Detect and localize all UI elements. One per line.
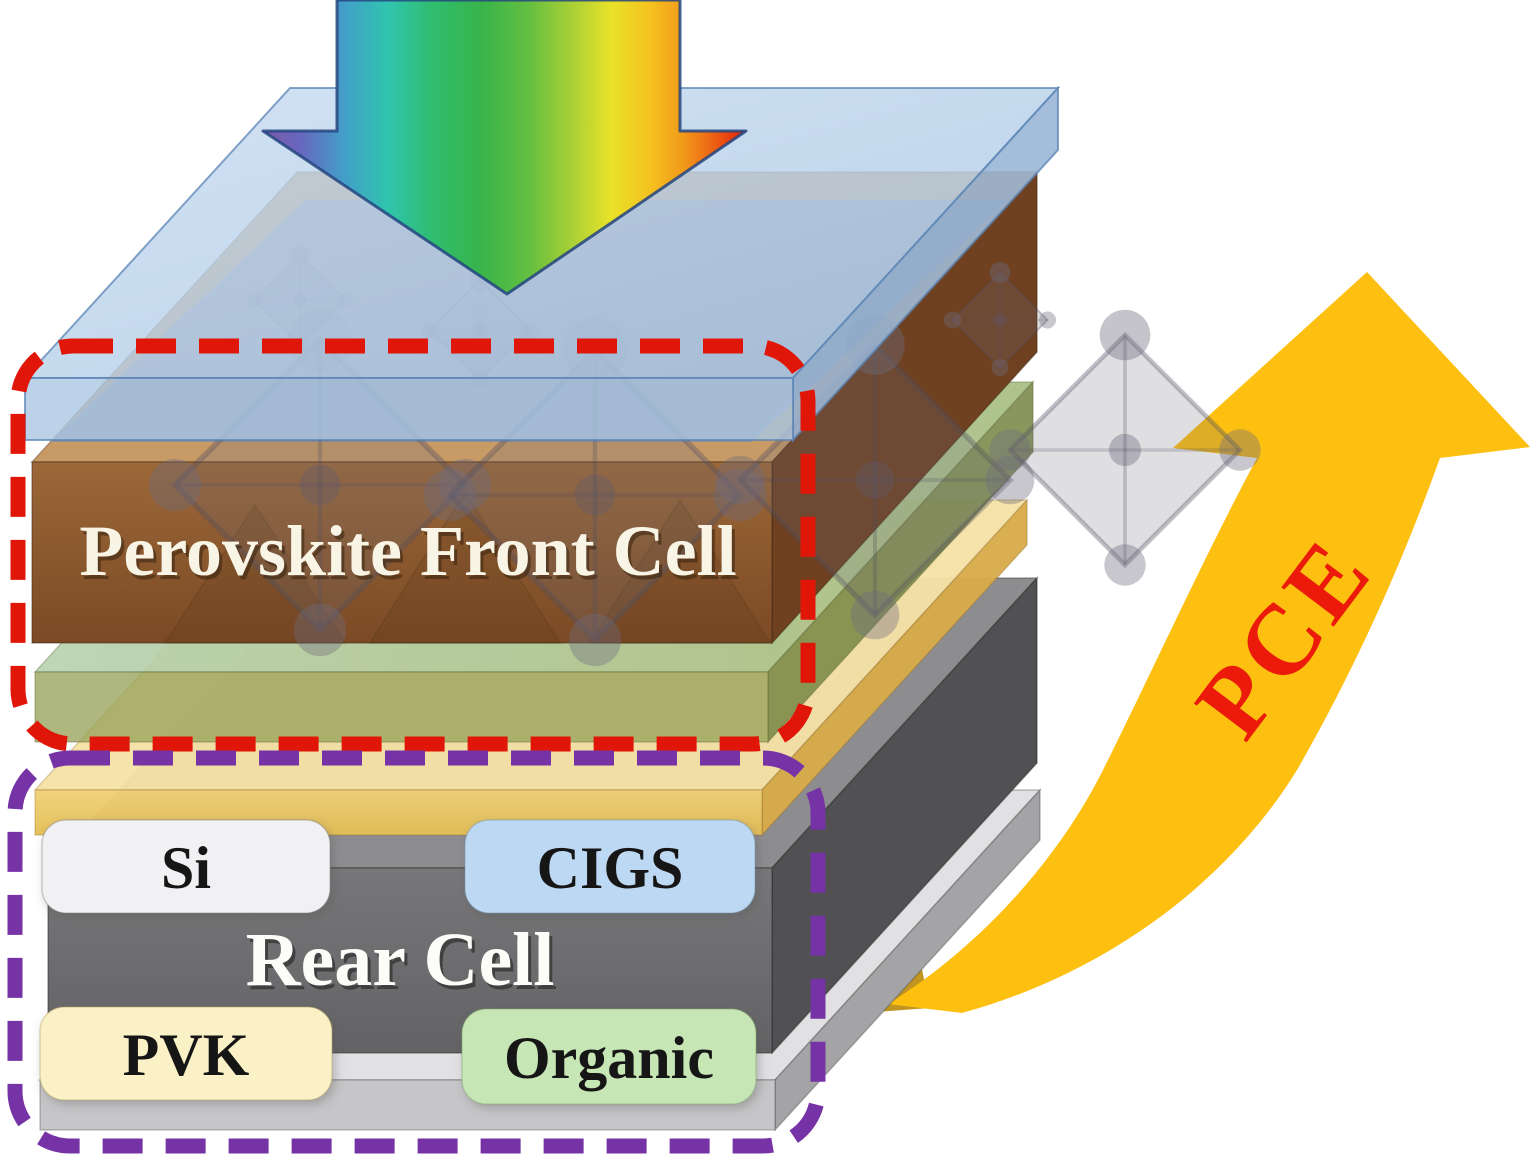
chip-si-label: Si: [161, 835, 211, 901]
front-cell-outline: [10, 338, 816, 752]
front-cell-title-text: Perovskite Front Cell: [79, 511, 736, 591]
front-cell-title: Perovskite Front Cell Perovskite Front C…: [79, 511, 739, 595]
pyramid-texture: [163, 490, 772, 644]
chip-organic-bg: [461, 1008, 757, 1105]
chip-cigs-bg: [464, 819, 756, 914]
pce-rise-group: PCE: [855, 272, 1530, 1013]
golden-curved-up-arrow-icon: [888, 272, 1530, 1013]
chip-organic-label: Organic: [504, 1025, 714, 1091]
rear-technology-chips: Si CIGS PVK Organic: [39, 819, 757, 1105]
chip-pvk: PVK: [39, 1006, 333, 1101]
green-front-face: [34, 671, 769, 743]
chip-pvk-label: PVK: [123, 1022, 250, 1088]
chip-organic: Organic: [461, 1008, 757, 1105]
chip-si-bg: [41, 819, 331, 914]
front-cell-title-shadow: Perovskite Front Cell: [82, 515, 739, 595]
glass-front-face: [24, 377, 794, 441]
rear-cell-title-shadow: Rear Cell: [249, 922, 558, 1006]
chip-cigs: CIGS: [464, 819, 756, 914]
rear-cell-title-text: Rear Cell: [246, 918, 555, 1002]
rainbow-spectrum-down-arrow-icon: [261, 0, 748, 296]
chip-cigs-label: CIGS: [537, 835, 684, 901]
chip-si: Si: [41, 819, 331, 914]
rear-cell-outline: [7, 750, 826, 1154]
rear-cell-title: Rear Cell Rear Cell: [246, 918, 558, 1006]
chip-pvk-bg: [39, 1006, 333, 1101]
